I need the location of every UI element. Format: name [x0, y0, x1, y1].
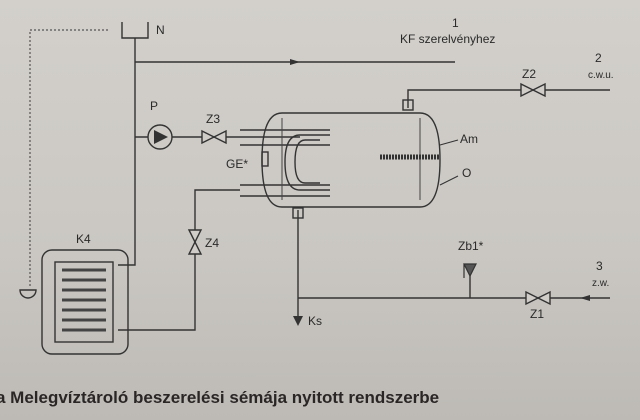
heating-coil [240, 129, 330, 197]
label-z1: Z1 [530, 307, 544, 321]
label-zb1: Zb1* [458, 239, 484, 253]
label-z2: Z2 [522, 67, 536, 81]
label-z4: Z4 [205, 236, 219, 250]
leader-lines [439, 139, 459, 186]
expansion-tank [121, 22, 149, 39]
safety-valve-zb1-icon [463, 263, 477, 278]
flow-arrow-icon [290, 59, 300, 65]
riser-pipe [118, 38, 136, 266]
drain-arrow-icon [293, 316, 303, 326]
drain-funnel-icon [19, 289, 37, 299]
label-z3: Z3 [206, 112, 220, 126]
boiler-coil [62, 268, 106, 332]
figure-caption: a Melegvíztároló beszerelési sémája nyit… [0, 388, 440, 407]
boiler-inner [54, 261, 114, 343]
boiler-k4 [41, 249, 129, 355]
label-ge: GE* [226, 157, 248, 171]
storage-tank [261, 112, 441, 208]
label-ks: Ks [308, 314, 322, 328]
label-cwu: c.w.u. [588, 70, 614, 81]
return-pipe [118, 189, 240, 331]
pump-arrow-icon [154, 130, 168, 144]
valve-z3-icon [201, 129, 227, 145]
valve-z4-icon [187, 229, 203, 255]
label-am: Am [460, 132, 478, 146]
hot-water-pipe [407, 89, 610, 108]
pump-icon [147, 124, 173, 150]
label-o: O [462, 166, 471, 180]
valve-z1-icon [525, 290, 551, 306]
top-connector [402, 99, 414, 111]
overflow-dotted-line [29, 29, 108, 288]
inflow-arrow-icon [580, 295, 590, 301]
label-zw: z.w. [592, 278, 609, 289]
label-kf: KF szerelvényhez [400, 32, 495, 46]
label-k4: K4 [76, 232, 91, 246]
valve-z2-icon [520, 82, 546, 98]
label-p: P [150, 99, 158, 113]
label-1: 1 [452, 16, 459, 30]
bottom-connector [292, 207, 304, 219]
cold-water-pipe [297, 210, 610, 320]
label-3: 3 [596, 259, 603, 273]
ge-connector [261, 151, 269, 167]
label-n: N [156, 23, 165, 37]
label-2: 2 [595, 51, 602, 65]
